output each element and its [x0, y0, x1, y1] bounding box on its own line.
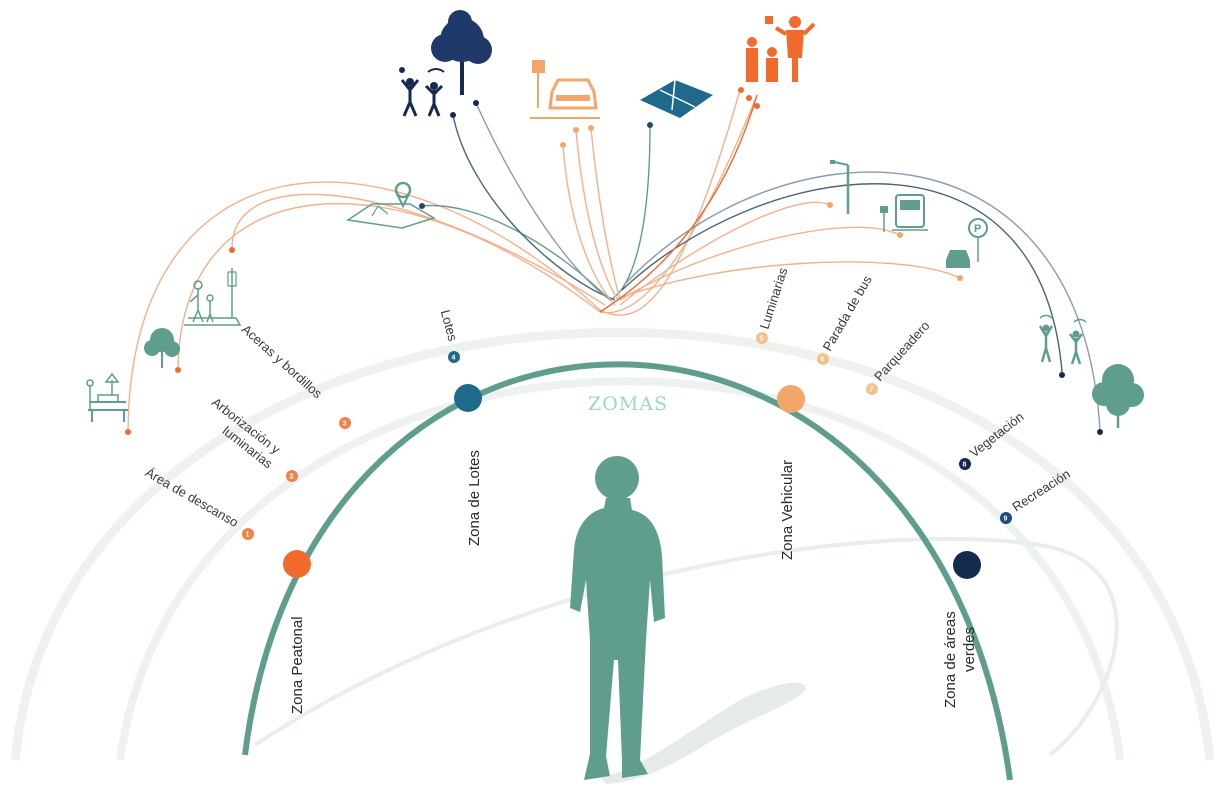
map-pin-icon	[345, 181, 436, 229]
item-parada-bus: 6 Parada de bus	[817, 272, 875, 365]
endpoint-dots	[125, 87, 1103, 435]
middle-arc	[116, 377, 1124, 761]
connector-lines	[127, 89, 1101, 433]
svg-text:2: 2	[290, 474, 294, 481]
zones-arc	[242, 361, 1013, 781]
solar-panel-icon	[640, 79, 713, 118]
person-shadow	[600, 682, 806, 784]
bench-icon	[86, 372, 128, 422]
ground-ellipse	[253, 536, 1119, 757]
zone-marker	[283, 550, 311, 578]
zone-label: Zona Vehicular	[779, 460, 796, 560]
zone-areas-verdes: Zona de áreas verdes	[942, 551, 981, 708]
item-recreacion: 9 Recreación	[1000, 466, 1073, 524]
item-label: Recreación	[1009, 466, 1072, 514]
item-label: Parada de bus	[820, 272, 876, 353]
zone-marker	[777, 385, 805, 413]
item-label: Aceras y bordillos	[239, 321, 326, 401]
item-luminarias: 5 Luminarias	[756, 265, 791, 344]
item-label: Área de descanso	[143, 465, 241, 530]
streetlight-icon	[830, 160, 850, 214]
svg-text:8: 8	[963, 462, 967, 469]
item-label: Luminarias	[757, 265, 791, 331]
family-icon	[746, 16, 816, 82]
zone-marker	[953, 551, 981, 579]
bus-stop-icon	[880, 194, 928, 232]
zone-label-line1: Zona de áreas	[942, 611, 959, 708]
item-label: Parqueadero	[871, 318, 932, 384]
svg-text:9: 9	[1004, 516, 1008, 523]
parking-icon: P	[946, 218, 988, 268]
trees-icon	[1092, 364, 1144, 428]
outer-arc	[10, 328, 1215, 761]
svg-text:P: P	[974, 223, 981, 235]
svg-text:4: 4	[452, 355, 456, 362]
zone-label: Zona de Lotes	[466, 450, 483, 546]
svg-text:7: 7	[870, 387, 874, 394]
svg-text:3: 3	[343, 421, 347, 428]
svg-text:6: 6	[821, 357, 825, 364]
zone-vehicular: Zona Vehicular	[777, 385, 805, 560]
zone-marker	[454, 384, 482, 412]
people-playing-icon	[1038, 314, 1087, 365]
zone-label-line2: verdes	[961, 627, 978, 672]
zone-lotes: Zona de Lotes	[454, 384, 483, 546]
zone-label: Zona Peatonal	[289, 616, 306, 714]
tree-lamp-icon	[144, 328, 180, 368]
item-label: Lotes	[438, 308, 461, 343]
car-parking-icon	[530, 60, 600, 119]
person-silhouette	[570, 456, 665, 780]
item-aceras: 3 Aceras y bordillos	[239, 321, 351, 429]
diagram-title: ZOMAS	[588, 393, 668, 415]
svg-text:5: 5	[760, 336, 764, 343]
zone-peatonal: Zona Peatonal	[283, 550, 311, 714]
sidewalk-icon	[184, 268, 242, 326]
children-tree-icon	[399, 10, 492, 117]
svg-text:1: 1	[246, 532, 250, 539]
